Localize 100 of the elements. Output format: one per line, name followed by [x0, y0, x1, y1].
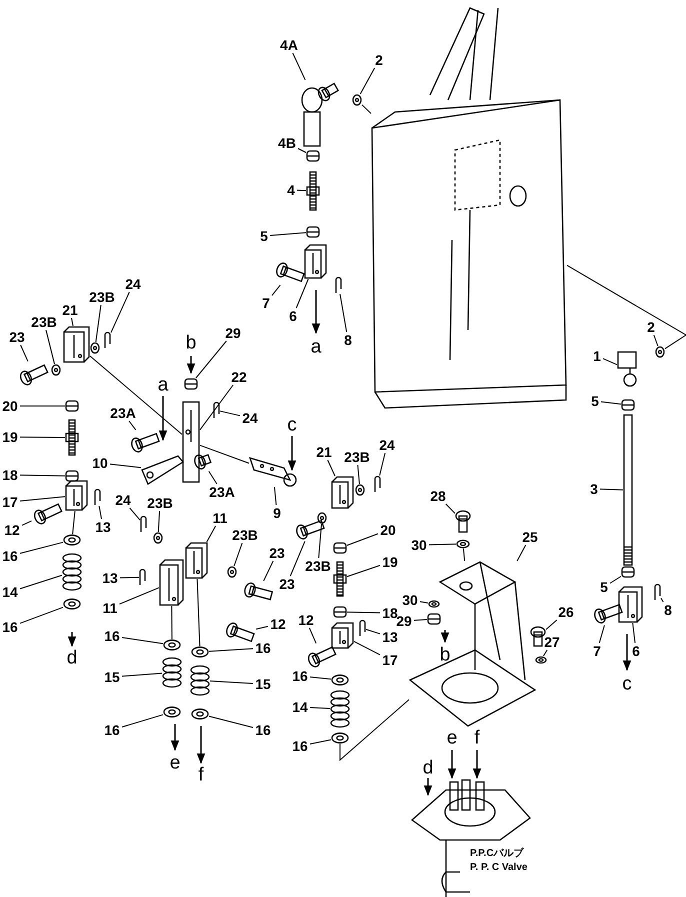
nut: [306, 150, 320, 162]
callout-number: 16: [292, 739, 308, 753]
callout-number: 9: [273, 506, 281, 520]
leader-line: [272, 284, 281, 296]
reference-letter: f: [198, 766, 204, 784]
callout-number: 27: [544, 635, 560, 649]
link-plate: [248, 457, 297, 487]
leader-line: [208, 716, 254, 728]
leader-line: [542, 650, 548, 656]
callout-number: 24: [125, 277, 141, 291]
washer: [163, 640, 181, 650]
reference-letter: c: [622, 674, 632, 694]
callout-number: 24: [115, 493, 131, 507]
reference-letter: a: [310, 338, 322, 356]
callout-number: 7: [593, 644, 601, 658]
washer: [535, 656, 547, 664]
leader-line: [158, 510, 160, 532]
callout-number: 23B: [89, 290, 115, 304]
leader-line: [292, 52, 306, 80]
bolt: [244, 582, 274, 600]
callout-number: 14: [2, 585, 18, 599]
callout-number: 19: [2, 430, 18, 444]
callout-number: 16: [255, 723, 271, 737]
nut: [621, 566, 635, 578]
lever-block: [182, 401, 200, 483]
leader-line: [632, 622, 636, 644]
assembly-line: [171, 606, 172, 640]
callout-number: 23: [269, 546, 285, 560]
leader-line: [20, 496, 66, 502]
stud-bolt: [65, 419, 79, 456]
callout-number: 5: [260, 229, 268, 243]
callout-number: 12: [270, 617, 286, 631]
leader-line: [263, 560, 274, 582]
callout-number: 3: [590, 482, 598, 496]
leader-line: [310, 739, 332, 744]
bolt: [131, 432, 160, 452]
leader-line: [270, 232, 306, 236]
assembly-line: [566, 264, 686, 350]
callout-number: 11: [102, 601, 118, 615]
callout-number: 2: [647, 320, 655, 334]
callout-number: 23B: [344, 450, 370, 464]
stud-bolt: [333, 561, 347, 597]
leader-line: [308, 628, 317, 644]
spring: [62, 553, 82, 591]
washer: [63, 598, 81, 610]
washer: [153, 532, 163, 544]
part-name: P. P. C Valve: [470, 862, 528, 874]
callout-number: 16: [104, 723, 120, 737]
callout-number: 8: [344, 333, 352, 347]
bolt: [530, 626, 546, 647]
assembly-line: [196, 578, 200, 647]
cotter-pin: [374, 476, 381, 492]
callout-number: 23A: [209, 485, 235, 499]
callout-number: 26: [558, 605, 574, 619]
leader-line: [600, 488, 624, 490]
leader-line: [128, 420, 136, 430]
callout-number: 1: [593, 349, 601, 363]
leader-line: [208, 470, 218, 484]
leader-line: [274, 486, 277, 506]
leader-line: [20, 606, 64, 624]
leader-line: [428, 544, 456, 546]
washer: [163, 706, 181, 718]
clevis: [185, 542, 208, 579]
leader-line: [234, 542, 243, 566]
leader-line: [366, 628, 380, 634]
callout-number: 17: [382, 653, 398, 667]
leader-line: [354, 640, 380, 656]
callout-number: 20: [380, 523, 396, 537]
elbow-joint: [617, 351, 637, 387]
callout-number: 4A: [280, 38, 298, 52]
callout-number: 5: [600, 580, 608, 594]
reference-letter: d: [422, 758, 434, 778]
leader-line: [445, 504, 456, 514]
callout-number: 20: [2, 399, 18, 413]
leader-line: [296, 190, 306, 192]
callout-number: 14: [292, 700, 308, 714]
leader-line: [546, 620, 558, 630]
callout-number: 6: [632, 644, 640, 658]
stud-bolt: [306, 171, 320, 211]
leader-line: [290, 540, 306, 576]
leader-line: [516, 544, 526, 562]
leader-line: [357, 464, 360, 484]
callout-number: 23A: [110, 406, 136, 420]
washer: [317, 512, 327, 524]
washer: [191, 646, 209, 658]
washer: [655, 346, 665, 358]
bolt: [226, 622, 255, 642]
callout-number: 24: [242, 411, 258, 425]
leader-line: [95, 304, 102, 342]
clevis: [331, 622, 354, 649]
cotter-pin: [139, 568, 146, 585]
callout-number: 23: [9, 330, 25, 344]
leader-line: [46, 330, 55, 364]
leader-line: [122, 672, 162, 677]
callout-number: 29: [396, 614, 412, 628]
leader-line: [310, 676, 332, 680]
leader-line: [296, 278, 309, 308]
leader-line: [360, 68, 376, 94]
callout-number: 29: [225, 326, 241, 340]
callout-number: 12: [298, 613, 314, 627]
